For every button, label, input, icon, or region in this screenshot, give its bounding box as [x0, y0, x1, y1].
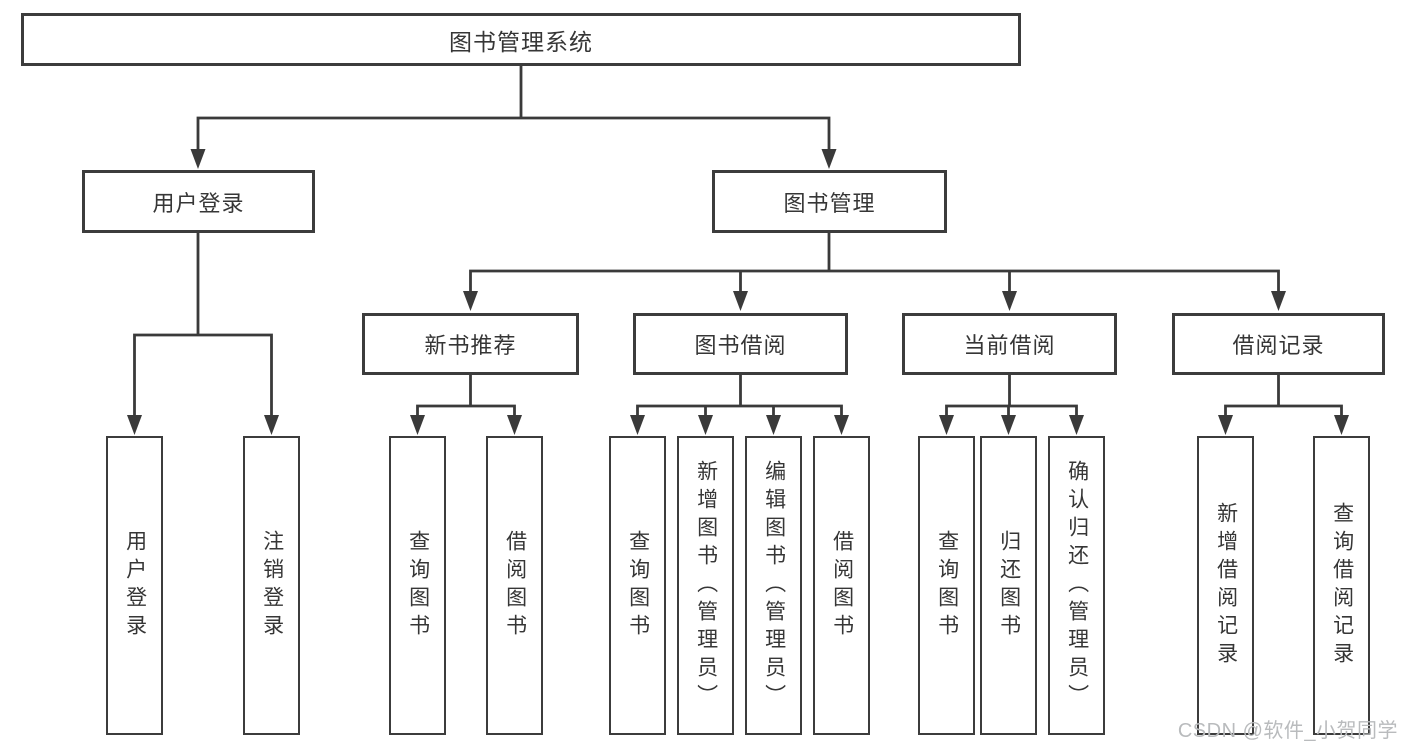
leaf-borrow-books: 借阅图书	[813, 436, 870, 735]
csdn-watermark: CSDN @软件_小贺同学	[1177, 720, 1398, 742]
leaf-query-books-recommend: 查询图书	[389, 436, 446, 735]
node-book-borrow: 图书借阅	[633, 313, 848, 375]
leaf-label: 确认归还（管理员）	[1065, 459, 1089, 712]
leaf-label: 借阅图书	[503, 529, 527, 642]
leaf-label: 借阅图书	[830, 529, 854, 642]
leaf-confirm-return-admin: 确认归还（管理员）	[1048, 436, 1105, 735]
leaf-label: 归还图书	[997, 529, 1021, 642]
leaf-label: 查询图书	[935, 529, 959, 642]
leaf-label: 新增借阅记录	[1214, 501, 1238, 670]
leaf-query-books-current: 查询图书	[918, 436, 975, 735]
node-new-book-recommend: 新书推荐	[362, 313, 579, 375]
leaf-add-borrow-record: 新增借阅记录	[1197, 436, 1254, 735]
node-book-management: 图书管理	[712, 170, 947, 233]
leaf-user-login: 用户登录	[106, 436, 163, 735]
leaf-return-books: 归还图书	[980, 436, 1037, 735]
leaf-query-books-borrow: 查询图书	[609, 436, 666, 735]
leaf-add-books-admin: 新增图书（管理员）	[677, 436, 734, 735]
leaf-label: 用户登录	[123, 529, 147, 642]
leaf-label: 编辑图书（管理员）	[762, 459, 786, 712]
leaf-label: 新增图书（管理员）	[694, 459, 718, 712]
leaf-label: 查询图书	[406, 529, 430, 642]
leaf-edit-books-admin: 编辑图书（管理员）	[745, 436, 802, 735]
leaf-label: 注销登录	[260, 529, 284, 642]
leaf-borrow-books-recommend: 借阅图书	[486, 436, 543, 735]
leaf-logout: 注销登录	[243, 436, 300, 735]
node-current-borrow: 当前借阅	[902, 313, 1117, 375]
node-library-management-system: 图书管理系统	[21, 13, 1021, 66]
leaf-label: 查询借阅记录	[1330, 501, 1354, 670]
leaf-label: 查询图书	[626, 529, 650, 642]
node-user-login: 用户登录	[82, 170, 315, 233]
node-borrow-records: 借阅记录	[1172, 313, 1385, 375]
leaf-query-borrow-record: 查询借阅记录	[1313, 436, 1370, 735]
